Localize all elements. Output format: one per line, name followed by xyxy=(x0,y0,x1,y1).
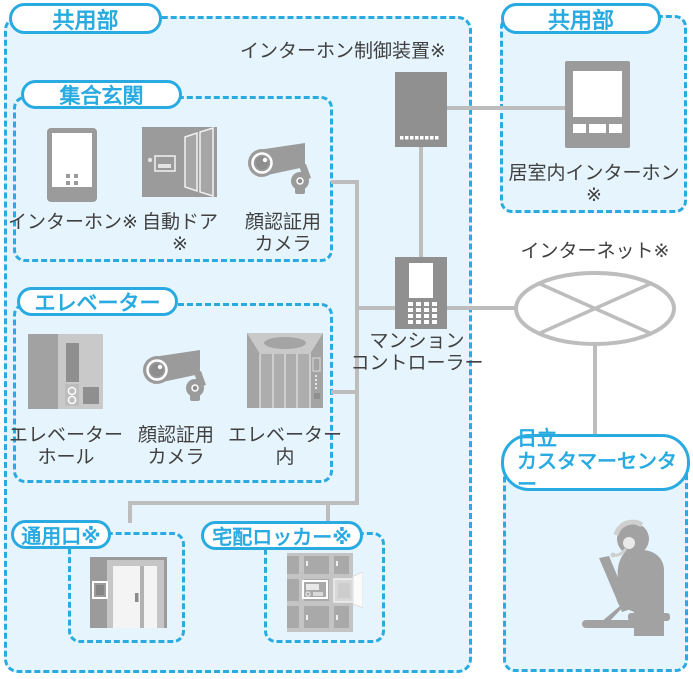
label-elevator-face-camera: 顔認証用 カメラ xyxy=(137,425,214,469)
label-auto-door: 自動ドア※ xyxy=(141,212,218,256)
zone-title-service-entrance: 通用口※ xyxy=(11,520,111,549)
cctv-camera-icon xyxy=(143,350,206,401)
label-intercom-control-unit: インターホン制御装置※ xyxy=(240,41,446,62)
support-operator-icon xyxy=(582,519,670,636)
control-unit-icon xyxy=(395,72,447,147)
label-room-intercom: 居室内インターホン※ xyxy=(508,163,680,207)
cctv-camera-icon xyxy=(248,143,311,194)
connector-service-drop xyxy=(128,501,132,523)
connector-entrance-branch xyxy=(331,180,357,184)
controller-device-icon xyxy=(395,257,447,329)
connector-controlunit-down xyxy=(419,145,423,258)
connector-controller-branch xyxy=(357,306,397,310)
elevator-cabin-icon xyxy=(247,333,323,408)
zone-title-common-left: 共用部 xyxy=(9,3,162,34)
zone-title-elevator: エレベーター xyxy=(17,287,178,316)
label-internet: インターネット※ xyxy=(520,241,670,262)
room-intercom-icon xyxy=(565,61,630,148)
connector-elevator-branch xyxy=(331,390,357,394)
zone-title-common-right: 共用部 xyxy=(501,3,661,34)
label-entrance-intercom: インターホン※ xyxy=(8,212,138,233)
auto-door-icon xyxy=(142,127,217,197)
connector-internet-to-center xyxy=(593,344,597,438)
elevator-hall-icon xyxy=(28,334,103,409)
label-mansion-controller: マンション コントローラー xyxy=(350,331,484,375)
label-elevator-hall: エレベーター ホール xyxy=(8,425,123,469)
zone-title-delivery-locker: 宅配ロッカー※ xyxy=(201,521,363,550)
internet-node-icon xyxy=(514,271,676,346)
connector-controller-to-internet xyxy=(445,306,515,310)
delivery-locker-icon xyxy=(287,553,363,632)
connector-locker-drop xyxy=(326,501,330,526)
intercom-panel-icon xyxy=(47,128,97,202)
label-entrance-face-camera: 顔認証用 カメラ xyxy=(244,212,321,256)
label-elevator-cabin: エレベーター 内 xyxy=(227,425,342,469)
connector-bottom-horizontal xyxy=(128,501,359,505)
connector-controlunit-to-room xyxy=(445,106,566,110)
connector-trunk-vertical xyxy=(355,180,359,505)
zone-title-entrance: 集合玄関 xyxy=(21,80,182,109)
zone-title-customer-center: 日立 カスタマーセンター xyxy=(501,428,690,496)
service-door-icon xyxy=(90,557,167,628)
